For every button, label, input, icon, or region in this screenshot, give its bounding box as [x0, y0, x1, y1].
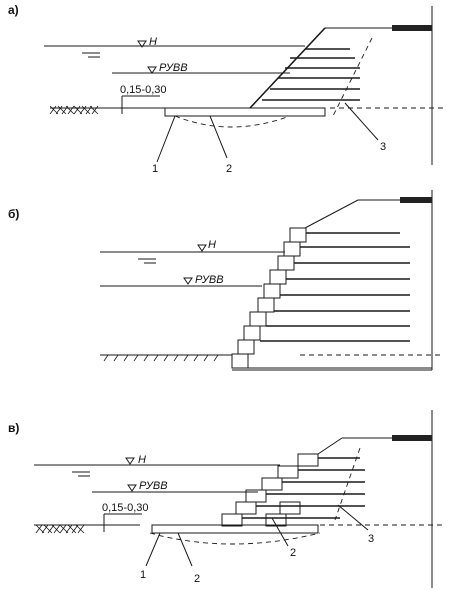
dimension-label: 0,15-0,30 [120, 84, 166, 96]
panel-c-label: в) [8, 421, 19, 435]
crest-cap [392, 25, 432, 31]
water-level-low-label: РУВВ [195, 274, 224, 286]
water-level-low-label: РУВВ [139, 480, 168, 492]
foundation-slab [164, 107, 326, 117]
water-level-marker [137, 40, 147, 48]
dimension-label: 0,15-0,30 [102, 502, 148, 514]
callout-3: 3 [380, 141, 386, 153]
panel-a: а) H РУВВ 0, [8, 3, 445, 175]
water-level-low-label: РУВВ [159, 62, 188, 74]
callout-2: 2 [194, 573, 200, 585]
callout-2b: 2 [290, 547, 296, 559]
water-level-high-label: H [138, 454, 146, 466]
callout-1: 1 [152, 163, 158, 175]
stepped-blocks [221, 453, 319, 527]
water-level-high-label: H [149, 36, 157, 48]
panel-b: б) H РУВВ [8, 190, 440, 371]
callout-2: 2 [226, 163, 232, 175]
callout-3: 3 [368, 533, 374, 545]
stepped-blocks [231, 227, 307, 369]
failure-plane [331, 37, 373, 119]
foundation-slab [151, 524, 319, 534]
panel-b-label: б) [8, 207, 19, 221]
callout-1: 1 [140, 569, 146, 581]
panel-c: в) H РУВВ [8, 410, 445, 588]
water-level-high-label: H [208, 239, 216, 251]
panel-a-label: а) [8, 3, 19, 17]
